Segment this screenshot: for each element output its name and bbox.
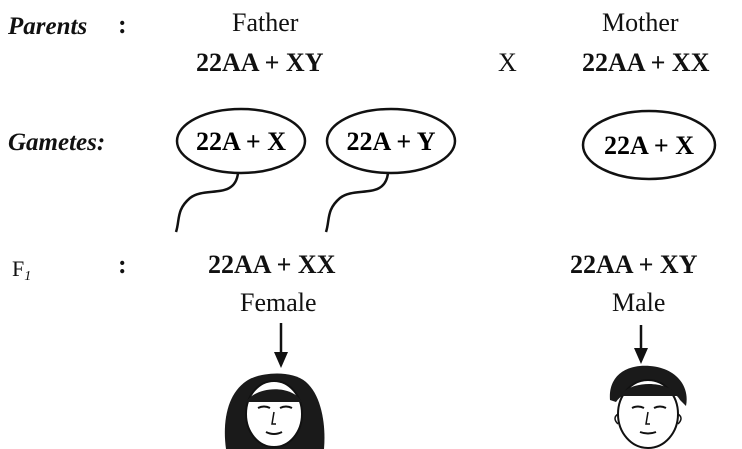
gamete-mother-x: 22A + X [583,111,715,179]
male-face-icon [610,366,687,448]
gamete-father-x: 22A + X [176,109,305,232]
arrow-male [634,325,648,364]
female-genotype: 22AA + XX [208,252,336,278]
female-face-icon [225,374,325,449]
gamete-father-y-label: 22A + Y [347,127,436,156]
male-genotype: 22AA + XY [570,252,698,278]
female-sex-label: Female [240,290,317,316]
sperm-tail-y [326,173,388,232]
male-sex-label: Male [612,290,665,316]
arrow-female [274,323,288,368]
f1-label-subscript: 1 [24,269,31,284]
gamete-mother-x-label: 22A + X [604,131,694,160]
sperm-tail-x [176,173,238,232]
gamete-father-y: 22A + Y [326,109,455,232]
f1-label: F1 [12,258,31,284]
gamete-father-x-label: 22A + X [196,127,286,156]
f1-colon: : [118,252,127,278]
f1-label-main: F [12,256,24,281]
